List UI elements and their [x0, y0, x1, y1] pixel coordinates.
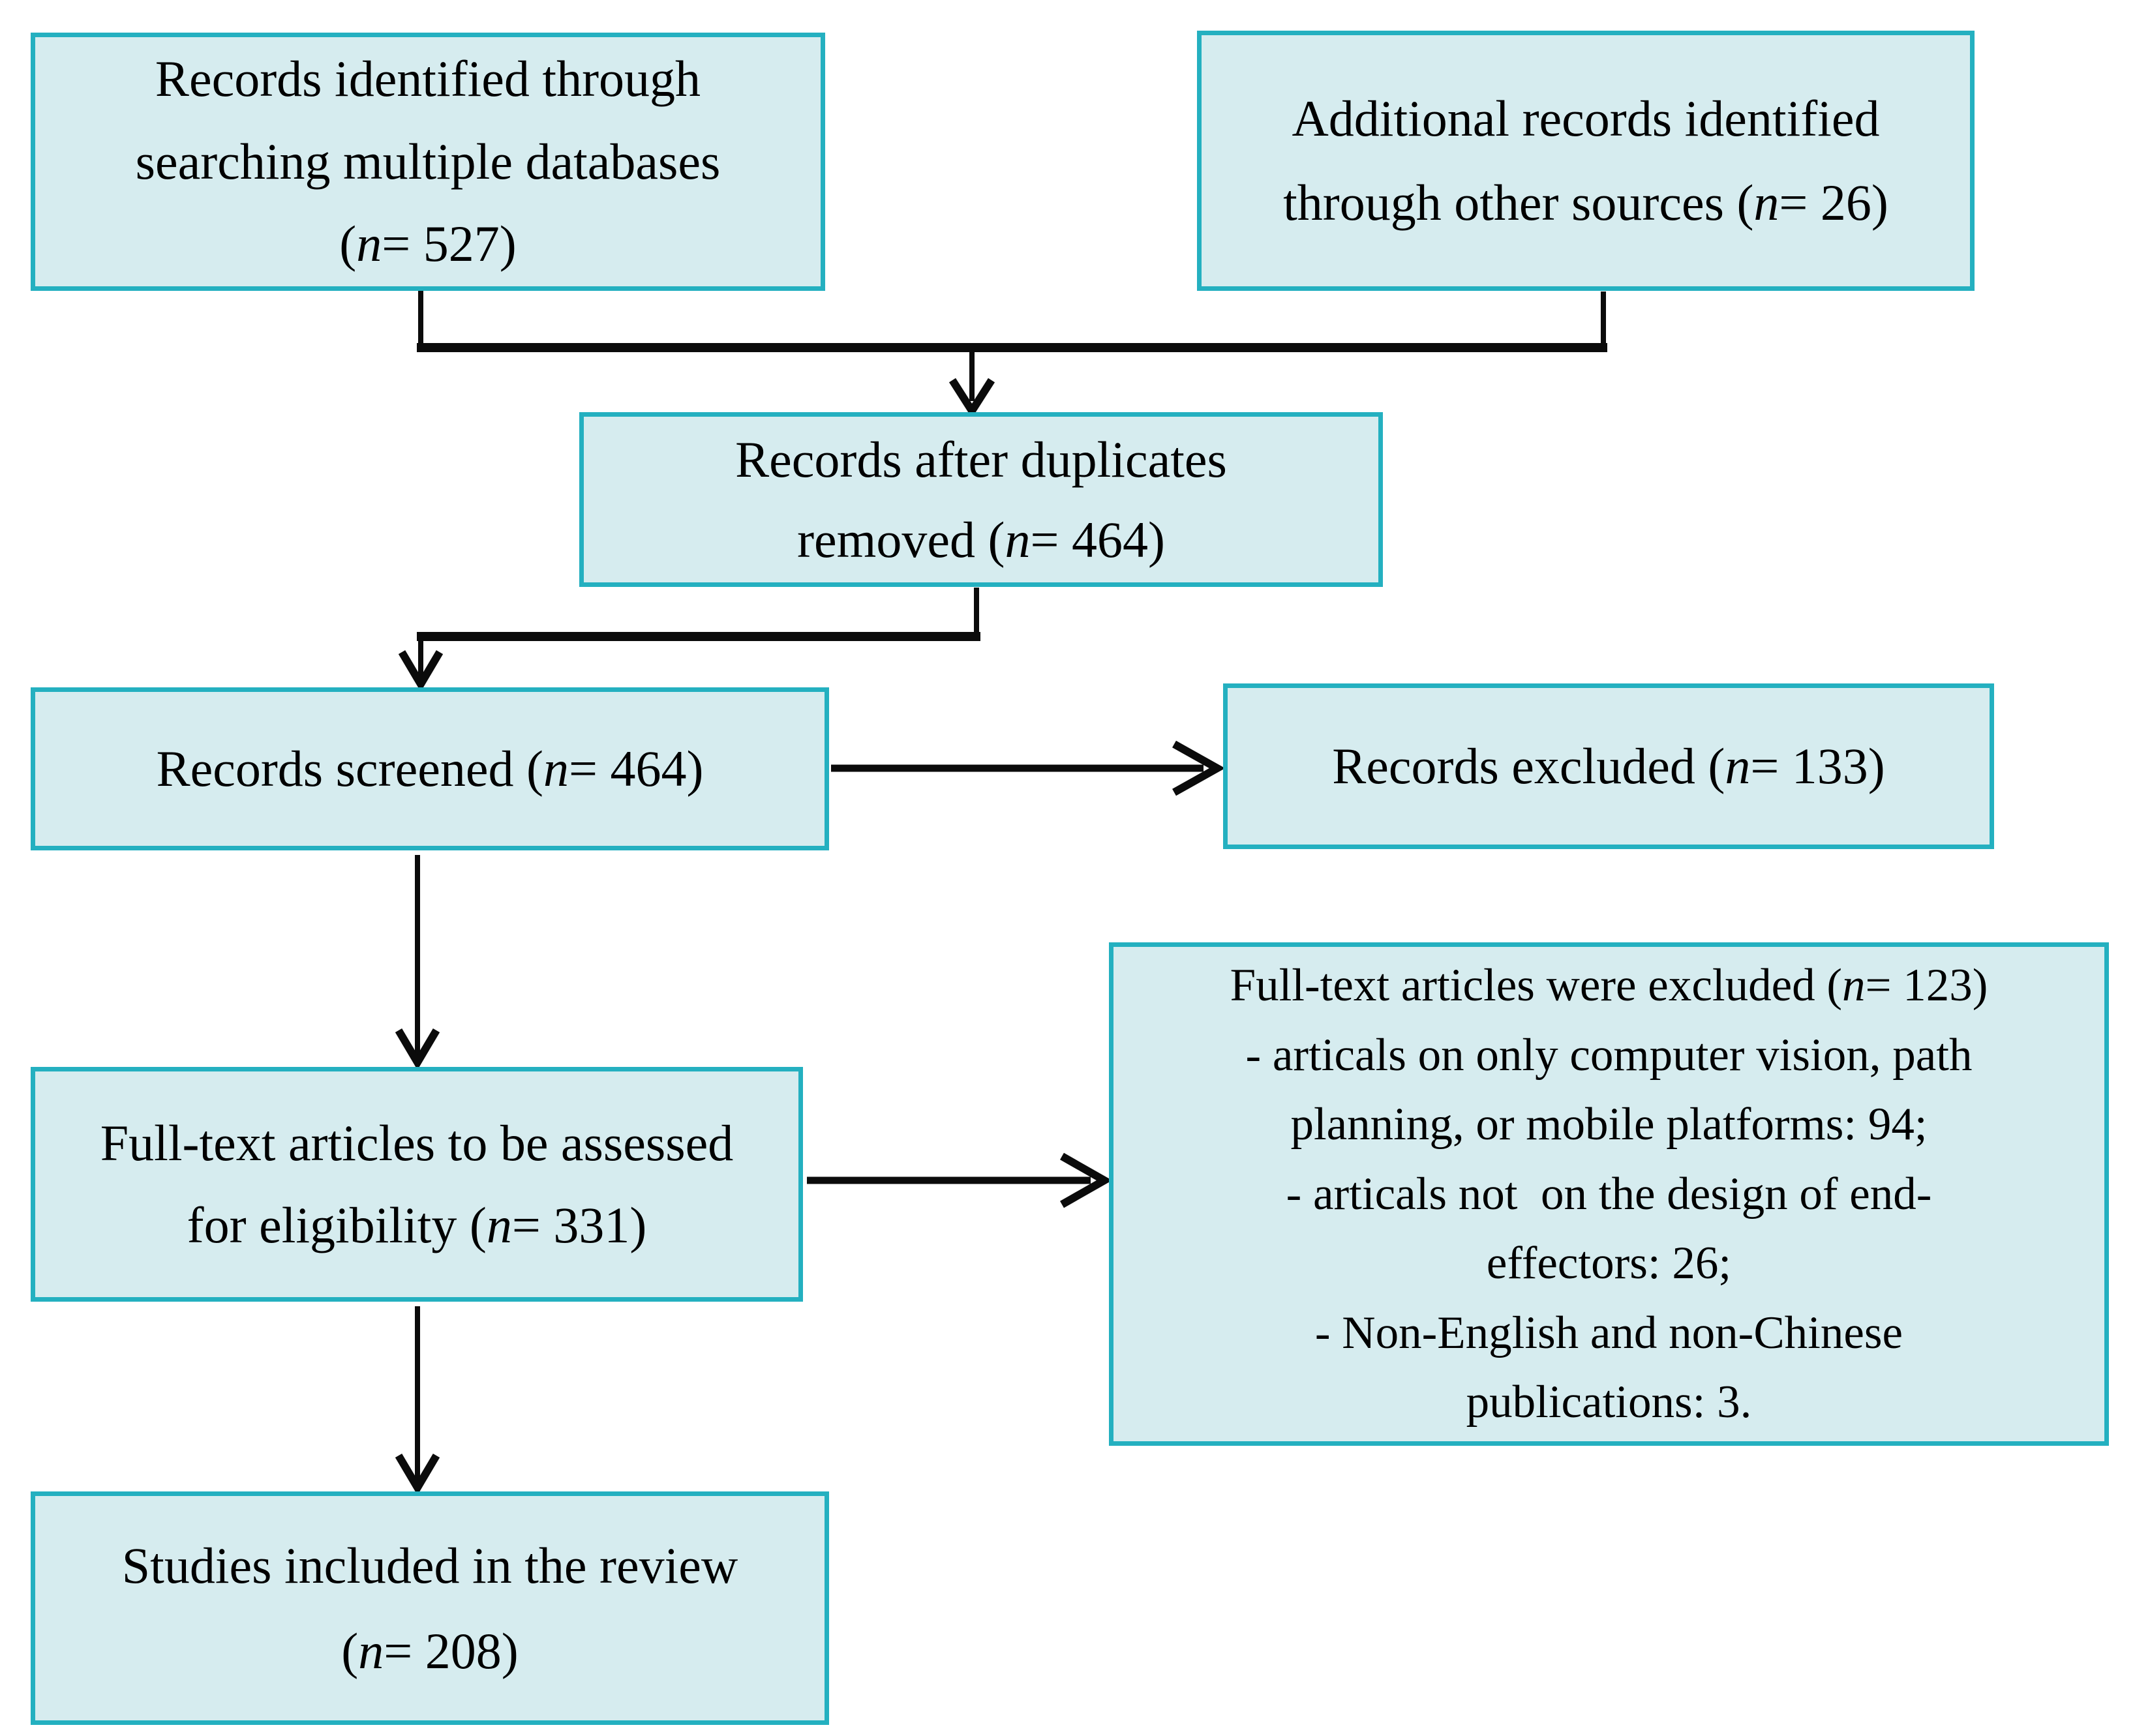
- arrowhead-to-fulltext: [395, 1028, 440, 1070]
- n-symbol: n: [486, 1197, 512, 1253]
- arrowhead-screened-excluded: [1172, 740, 1226, 796]
- node-text-line: Records identified through: [155, 50, 701, 108]
- exclusion-reason-line: - Non-English and non-Chinese: [1314, 1307, 1903, 1358]
- node-studies-included: Studies included in the review (n= 208): [31, 1491, 829, 1725]
- n-symbol: n: [1725, 738, 1751, 795]
- node-count-line: Records excluded (n= 133): [1332, 738, 1885, 795]
- arrowhead-to-included: [395, 1453, 440, 1495]
- n-symbol: n: [358, 1623, 384, 1679]
- node-text-line: Full-text articles to be assessed: [100, 1114, 734, 1171]
- n-symbol: n: [1753, 173, 1779, 231]
- node-count-line: Full-text articles were excluded (n= 123…: [1230, 960, 1988, 1011]
- node-count-line: (n= 208): [341, 1623, 519, 1679]
- node-fulltext-excluded: Full-text articles were excluded (n= 123…: [1109, 942, 2109, 1446]
- n-symbol: n: [356, 215, 382, 273]
- node-additional-records: Additional records identified through ot…: [1197, 31, 1975, 291]
- arrowhead-to-duplicates: [948, 378, 995, 419]
- node-count-line: (n= 527): [339, 215, 517, 273]
- node-duplicates-removed: Records after duplicates removed (n= 464…: [579, 412, 1383, 587]
- exclusion-reason-line: publications: 3.: [1466, 1377, 1752, 1428]
- node-text-line: Records after duplicates: [735, 430, 1227, 488]
- exclusion-reason-line: effectors: 26;: [1486, 1238, 1732, 1289]
- exclusion-reason-line: - articals not on the design of end-: [1286, 1168, 1932, 1220]
- node-count-line: Records screened (n= 464): [156, 740, 704, 798]
- node-count-line: for eligibility (n= 331): [187, 1197, 647, 1253]
- node-text-line: Studies included in the review: [121, 1536, 738, 1594]
- node-text-line: searching multiple databases: [135, 132, 721, 190]
- n-symbol: n: [1005, 511, 1031, 568]
- arrowhead-to-screened: [398, 650, 444, 692]
- node-records-excluded: Records excluded (n= 133): [1223, 683, 1994, 849]
- n-symbol: n: [1841, 960, 1866, 1011]
- node-count-line: removed (n= 464): [797, 511, 1165, 568]
- node-count-line: through other sources (n= 26): [1283, 173, 1888, 231]
- exclusion-reason-line: planning, or mobile platforms: 94;: [1290, 1099, 1928, 1150]
- node-records-identified: Records identified through searching mul…: [31, 33, 825, 291]
- node-text-line: Additional records identified: [1292, 89, 1880, 147]
- node-records-screened: Records screened (n= 464): [31, 687, 829, 850]
- n-symbol: n: [543, 740, 569, 798]
- node-fulltext-assessed: Full-text articles to be assessed for el…: [31, 1067, 803, 1302]
- exclusion-reason-line: - articals on only computer vision, path: [1245, 1029, 1973, 1081]
- arrowhead-fulltext-excluded: [1060, 1152, 1113, 1208]
